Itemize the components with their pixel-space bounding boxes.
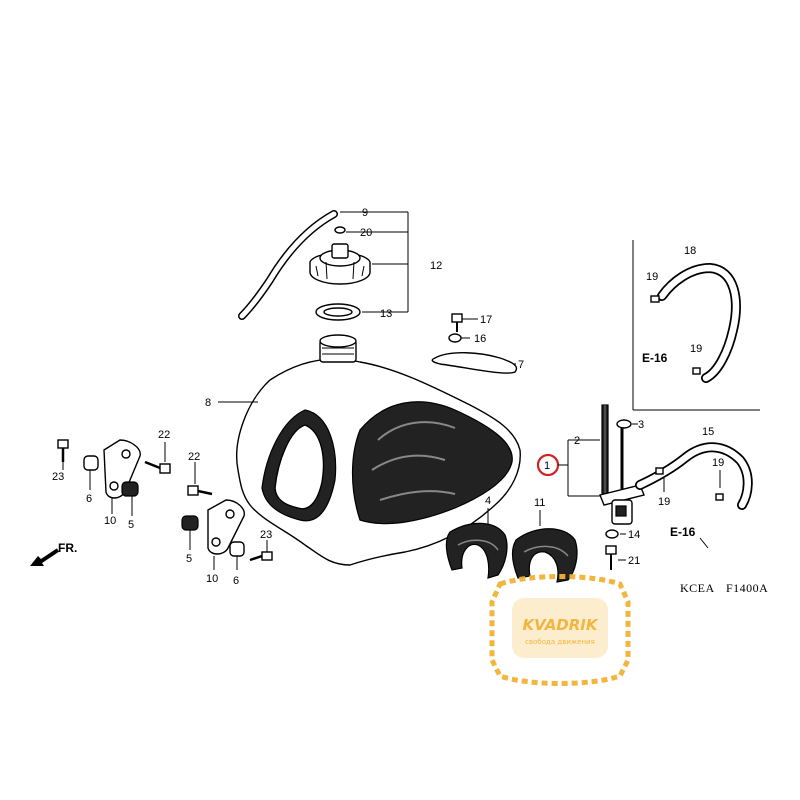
diagram-code-left: KCEA [680, 581, 715, 595]
callout-6-left: 6 [86, 493, 92, 505]
screw-21 [605, 545, 617, 570]
callout-23-left: 23 [52, 471, 64, 483]
fuel-tank-8 [236, 334, 521, 566]
callout-14: 14 [628, 529, 640, 541]
collar-6-left [83, 455, 99, 471]
washer-3 [616, 419, 632, 429]
callout-20: 20 [360, 227, 372, 239]
front-arrow-icon [30, 548, 60, 566]
fuel-hose-15 [635, 442, 753, 510]
callout-17: 17 [480, 314, 492, 326]
callout-7: 7 [518, 359, 524, 371]
watermark-brand: KVADRIK [522, 616, 598, 634]
bracket-10-left [103, 439, 141, 499]
fuel-valve-1 [599, 484, 645, 525]
bolt-23-center [249, 551, 273, 562]
callout-10-left: 10 [104, 515, 116, 527]
callout-13: 13 [380, 308, 392, 320]
oring-14 [605, 529, 619, 539]
watermark-tagline: свобода движения [525, 638, 595, 646]
cushion-11 [511, 528, 578, 583]
callout-16: 16 [474, 333, 486, 345]
inset-frame [632, 240, 760, 411]
fuel-strainer-2 [601, 404, 609, 496]
ref-e16-bottom: E-16 [670, 525, 696, 539]
callout-11: 11 [534, 497, 545, 509]
callout-10-center: 10 [206, 573, 218, 585]
callout-9: 9 [362, 207, 368, 219]
callout-2: 2 [574, 435, 580, 447]
collar-16 [448, 333, 462, 343]
callout-22-center: 22 [188, 451, 200, 463]
fuel-cap-12 [309, 243, 371, 285]
bolt-23-left [57, 439, 69, 462]
grommet-5-center [181, 515, 199, 531]
clip-19-main-b [715, 493, 724, 501]
callout-12: 12 [430, 260, 442, 272]
callout-6-center: 6 [233, 575, 239, 587]
collar-6-center [229, 541, 245, 557]
front-direction-label: FR. [58, 541, 77, 555]
ref-e16-top: E-16 [642, 351, 668, 365]
breather-hose-9 [238, 210, 338, 320]
callout-23-center: 23 [260, 529, 272, 541]
callout-19-inset-a: 19 [646, 271, 658, 283]
kvadrik-watermark-logo: KVADRIK свобода движения [489, 574, 631, 686]
bolt-22-center [187, 485, 213, 496]
tank-band-7 [431, 352, 518, 374]
cushion-4 [445, 522, 508, 579]
callout-5-center: 5 [186, 553, 192, 565]
callout-bracket-1-2 [567, 439, 600, 497]
callout-21: 21 [628, 555, 640, 567]
callout-5-left: 5 [128, 519, 134, 531]
callout-15: 15 [702, 426, 714, 438]
bolt-17 [451, 313, 463, 332]
bolt-22-left [144, 460, 171, 474]
callout-19-main-a: 19 [658, 496, 670, 508]
callout-22-left: 22 [158, 429, 170, 441]
bracket-10-center [207, 499, 245, 555]
clip-20 [334, 226, 346, 234]
callout-4: 4 [485, 495, 491, 507]
diagram-code-right: F1400A [726, 581, 768, 595]
callout-18: 18 [684, 245, 696, 257]
cap-gasket-13 [315, 303, 361, 321]
callout-3: 3 [638, 419, 644, 431]
callout-19-main-b: 19 [712, 457, 724, 469]
callout-19-inset-b: 19 [690, 343, 702, 355]
clip-19-main-a [655, 467, 664, 475]
clip-19-inset-b [692, 367, 701, 375]
callout-bracket-9-13 [340, 211, 409, 313]
clip-19-inset-a [650, 295, 660, 303]
callout-8: 8 [205, 397, 211, 409]
hose-18 [657, 262, 741, 383]
grommet-5-left [121, 481, 139, 497]
callout-1: 1 [544, 460, 550, 472]
